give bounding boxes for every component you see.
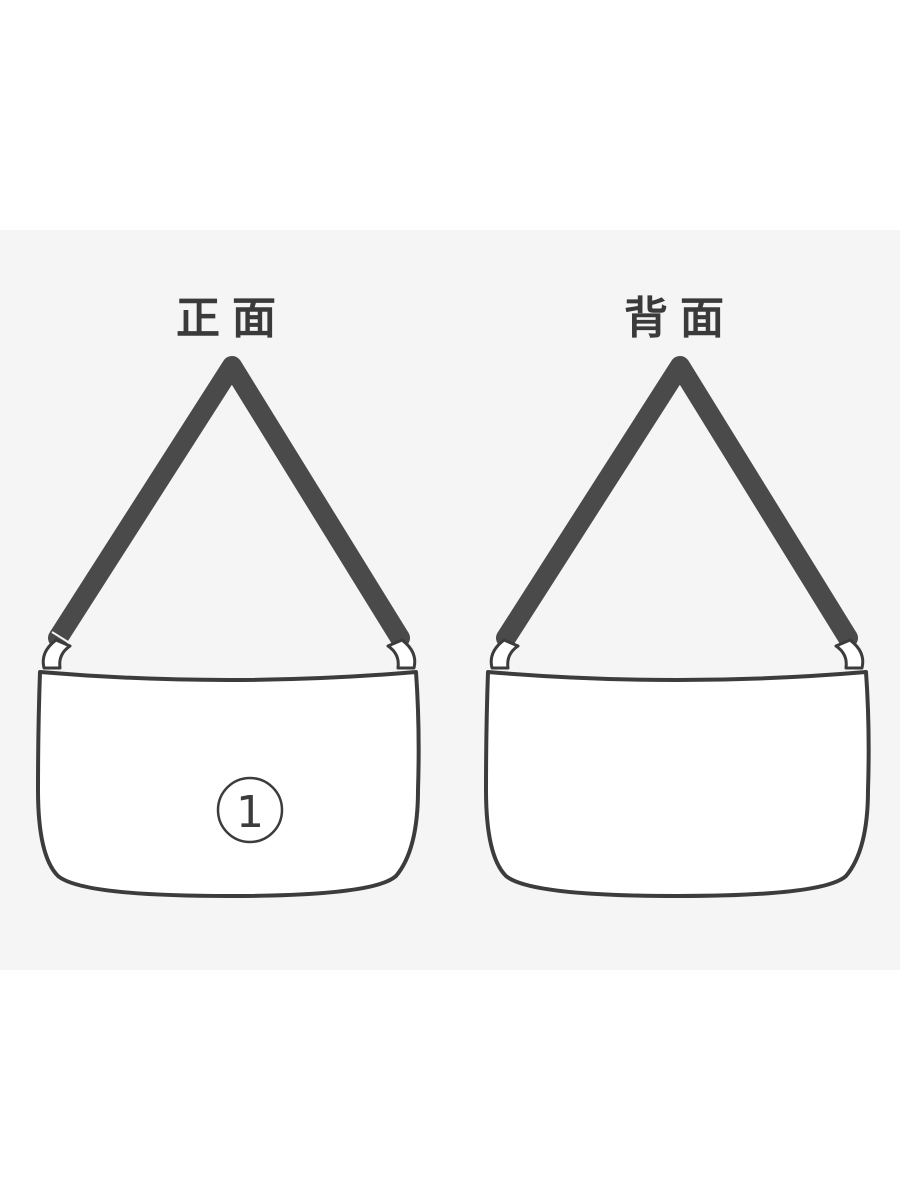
front-right-ring: [386, 638, 417, 670]
back-bag-strap: [496, 356, 858, 648]
back-bag: [484, 356, 871, 898]
front-bag-body: [36, 670, 421, 898]
back-bag-body: [484, 670, 871, 898]
front-marker-circle: [216, 776, 284, 844]
front-bag-strap: [48, 356, 410, 648]
front-left-ring: [41, 638, 72, 670]
front-strap-cap-left: [51, 631, 69, 643]
back-view-title: 背面: [624, 293, 736, 344]
front-view-title: 正面: [176, 293, 288, 344]
back-left-ring: [489, 638, 520, 670]
front-bag: [36, 356, 421, 898]
back-right-ring: [834, 638, 865, 670]
front-marker-number: 1: [236, 787, 264, 838]
